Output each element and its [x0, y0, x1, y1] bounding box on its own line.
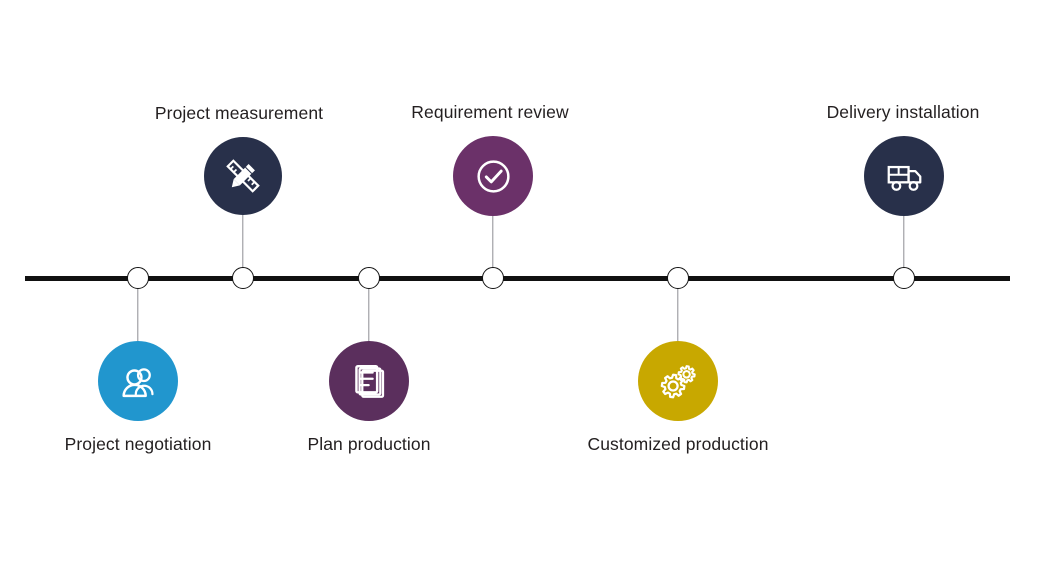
step-label: Customized production — [587, 434, 769, 454]
people-group-icon — [121, 367, 154, 397]
step-icon-bubble[interactable] — [329, 341, 409, 421]
connector-stem — [677, 278, 679, 343]
step-label: Delivery installation — [826, 102, 980, 122]
ruler-pencil-icon — [226, 159, 260, 193]
step-icon-bubble[interactable] — [638, 341, 718, 421]
gears-icon — [660, 364, 696, 398]
timeline-node-marker[interactable] — [232, 267, 254, 289]
step-label: Requirement review — [411, 102, 569, 122]
step-icon-bubble[interactable] — [204, 137, 282, 215]
documents-icon — [354, 364, 384, 398]
connector-stem — [368, 278, 370, 343]
step-label: Plan production — [307, 434, 431, 454]
connector-stem — [137, 278, 139, 343]
step-label: Project negotiation — [64, 434, 212, 454]
check-circle-icon — [476, 159, 510, 193]
step-icon-bubble[interactable] — [864, 136, 944, 216]
step-icon-bubble[interactable] — [453, 136, 533, 216]
connector-stem — [903, 214, 905, 278]
step-icon-bubble[interactable] — [98, 341, 178, 421]
timeline-axis — [25, 275, 1010, 281]
connector-stem — [492, 214, 494, 278]
step-label: Project measurement — [154, 103, 324, 123]
delivery-truck-icon — [887, 165, 921, 191]
timeline-node-marker[interactable] — [893, 267, 915, 289]
connector-stem — [242, 213, 244, 278]
timeline-node-marker[interactable] — [482, 267, 504, 289]
timeline-node-marker[interactable] — [667, 267, 689, 289]
timeline-node-marker[interactable] — [127, 267, 149, 289]
timeline-node-marker[interactable] — [358, 267, 380, 289]
